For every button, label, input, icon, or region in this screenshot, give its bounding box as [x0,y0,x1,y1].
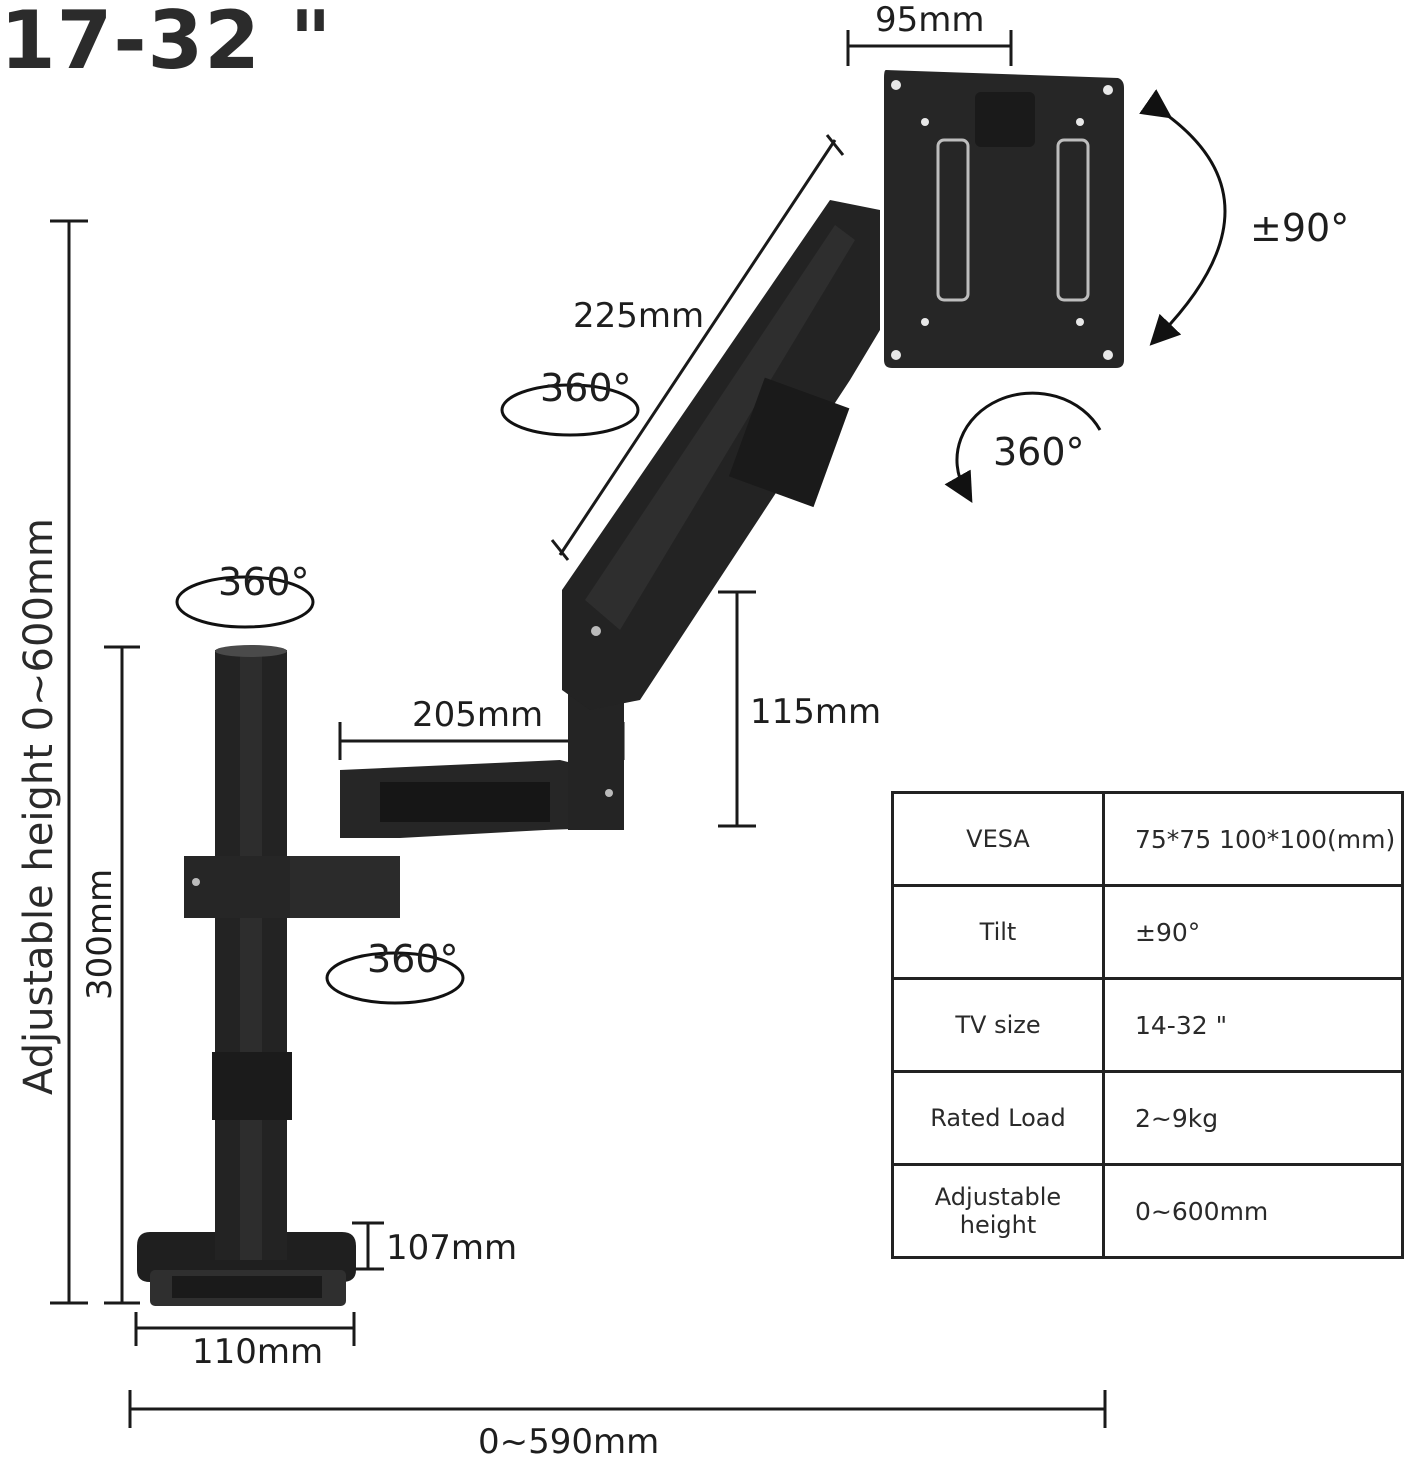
spec-label: VESA [891,791,1105,887]
pole-height-label: 300mm [80,868,120,1000]
base-height-label: 107mm [386,1228,518,1268]
spec-label: Tilt [891,884,1105,980]
head-swivel-label: 360° [993,430,1085,474]
upper-arm-swivel-label: 360° [540,366,632,410]
spec-table: VESA 75*75 100*100(mm) Tilt ±90° TV size… [891,791,1404,1259]
spec-value: 2~9kg [1102,1070,1404,1166]
adjustable-height-label: Adjustable height 0~600mm [16,518,62,1095]
plate-width-label: 95mm [875,0,985,40]
pole-top-swivel-label: 360° [218,560,310,604]
tilt-label: ±90° [1250,206,1350,250]
upper-arm-label: 225mm [573,296,705,336]
spec-label: Rated Load [891,1070,1105,1166]
spec-value: 14-32 " [1102,977,1404,1073]
collar-swivel-label: 360° [367,937,459,981]
total-reach-label: 0~590mm [478,1422,660,1462]
page-title: 17-32 " [0,0,333,87]
spec-value: 75*75 100*100(mm) [1102,791,1404,887]
spec-value: ±90° [1102,884,1404,980]
spec-row: Rated Load 2~9kg [891,1070,1404,1166]
spec-label: Adjustable height [891,1163,1105,1259]
spec-row: Tilt ±90° [891,884,1404,980]
product-body [137,70,1124,1306]
spec-row: VESA 75*75 100*100(mm) [891,791,1404,887]
spec-row: TV size 14-32 " [891,977,1404,1073]
spec-label: TV size [891,977,1105,1073]
spec-row: Adjustable height 0~600mm [891,1163,1404,1259]
base-width-label: 110mm [192,1332,324,1372]
elbow-height-label: 115mm [750,692,882,732]
lower-arm-label: 205mm [412,695,544,735]
spec-value: 0~600mm [1102,1163,1404,1259]
